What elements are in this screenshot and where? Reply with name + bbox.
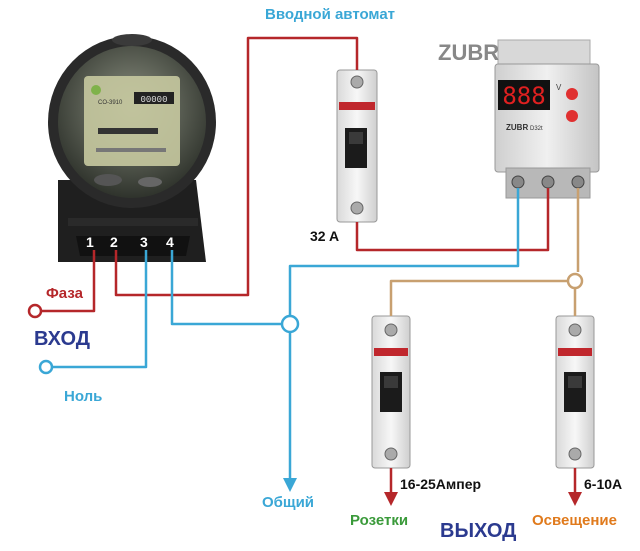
phase-breaker-to-relay-wire [355, 188, 550, 252]
relay-unit: V [556, 83, 562, 92]
lighting-label: Освещение [532, 512, 617, 529]
neutral-relay-wire [288, 188, 520, 316]
phase-input-wire [41, 250, 96, 313]
neutral-label: Ноль [64, 388, 103, 405]
neutral-input-terminal-icon [38, 359, 54, 375]
terminal-4-label: 4 [166, 234, 174, 250]
relay-display [498, 80, 550, 110]
meter-counter: 00000 [140, 95, 167, 105]
meter-model: CO-3910 [98, 100, 123, 106]
common-label: Общий [262, 494, 315, 511]
sockets-breaker [371, 315, 411, 469]
input-breaker [336, 69, 378, 223]
input-breaker-title: Вводной автомат [265, 6, 396, 23]
input-breaker-rating: 32 A [310, 228, 340, 244]
terminal-2-label: 2 [110, 234, 118, 250]
electricity-meter: 00000 CO-3910 [48, 34, 216, 262]
terminal-3-label: 3 [140, 234, 148, 250]
meter-logo-icon [91, 85, 101, 95]
zubr-voltage-relay: 888 V ZUBR D32t [494, 39, 600, 199]
terminal-1-label: 1 [86, 234, 94, 250]
output-label: ВЫХОД [440, 520, 517, 542]
common-node-icon [280, 314, 300, 334]
lighting-arrow-icon [568, 492, 582, 506]
load-node-icon [566, 272, 584, 290]
relay-button-up-icon [566, 88, 578, 100]
phase-input-terminal-icon [27, 303, 43, 319]
lighting-rating: 6-10A [584, 476, 623, 492]
relay-brand: ZUBR [506, 123, 528, 132]
relay-display-digits: 888 [502, 82, 545, 110]
input-label: ВХОД [34, 328, 91, 350]
load-distribution-wire [389, 279, 577, 316]
sockets-rating: 16-25Ампер [400, 476, 482, 492]
sockets-label: Розетки [350, 512, 409, 529]
lighting-breaker [555, 315, 595, 469]
sockets-arrow-icon [384, 492, 398, 506]
neutral-input-wire [52, 250, 148, 369]
zubr-title: ZUBR [438, 40, 500, 65]
common-arrow-icon [283, 478, 297, 492]
relay-button-down-icon [566, 110, 578, 122]
relay-model: D32t [530, 126, 543, 132]
phase-label: Фаза [46, 285, 83, 302]
phase-meter-to-breaker-wire [114, 36, 359, 297]
neutral-meter-to-common-wire [170, 250, 282, 326]
